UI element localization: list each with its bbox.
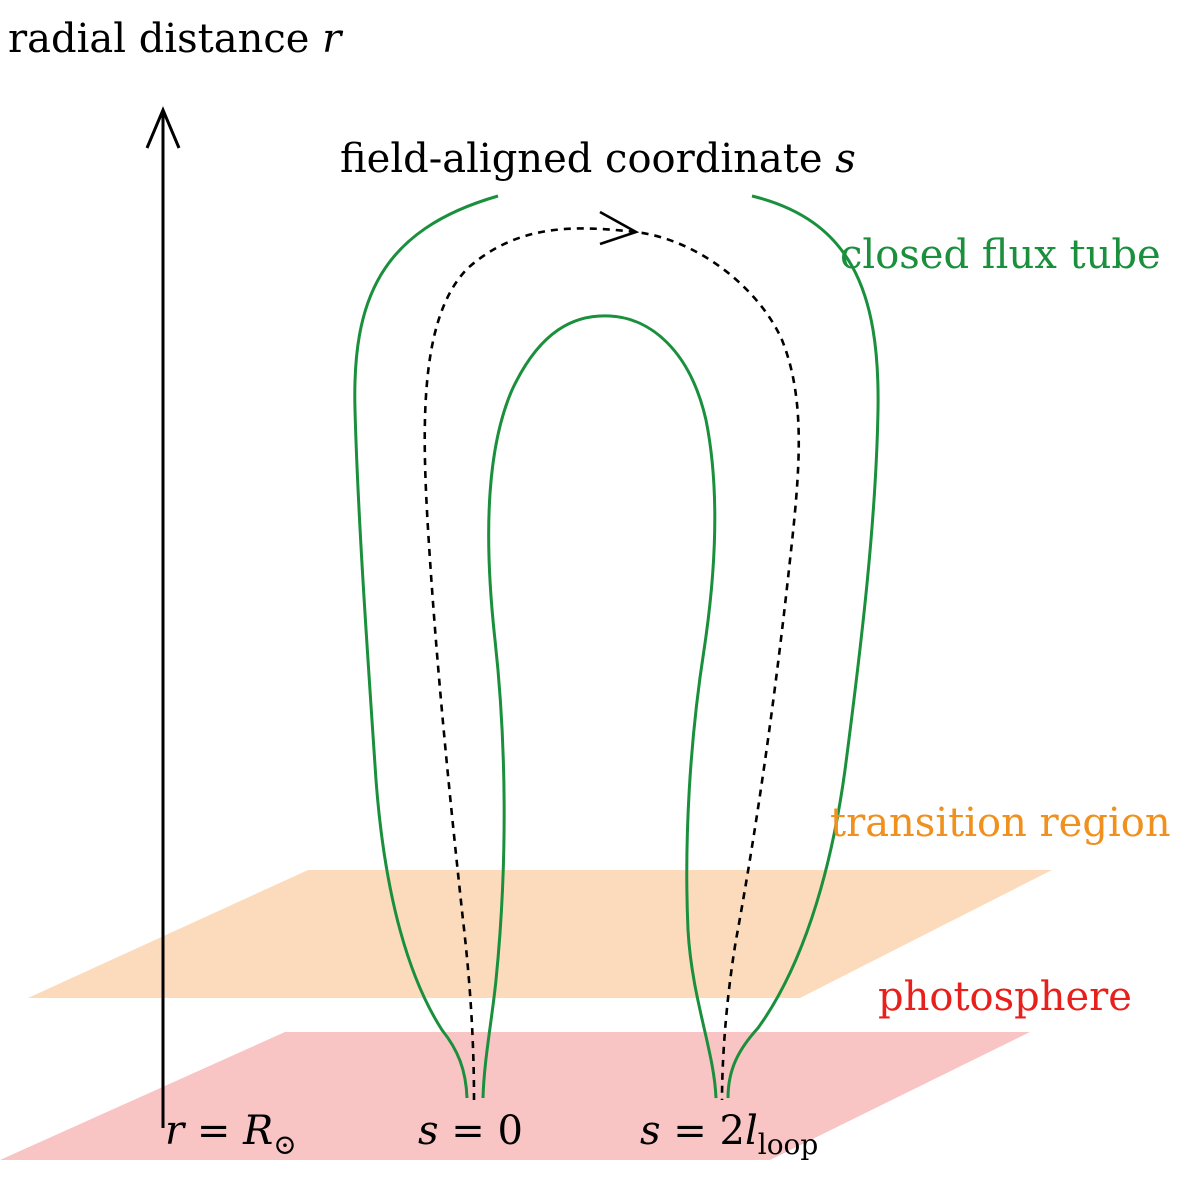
r-equals-rsun-label: r = R⊙ bbox=[165, 1108, 297, 1161]
flux-tube-outer-right bbox=[726, 194, 880, 1099]
radial-axis-label: radial distance r bbox=[8, 16, 344, 62]
field-aligned-dashed-line bbox=[423, 227, 801, 1101]
transition-region-label: transition region bbox=[830, 800, 1171, 846]
flux-tube-inner bbox=[481, 314, 718, 1099]
radial-axis-arrow bbox=[145, 106, 181, 1128]
photosphere-plane bbox=[0, 1032, 1030, 1160]
field-coordinate-label: field-aligned coordinate s bbox=[340, 136, 856, 182]
transition-region-plane bbox=[28, 870, 1052, 998]
flux-tube-outer bbox=[353, 194, 499, 1099]
closed-flux-tube-label: closed flux tube bbox=[840, 232, 1161, 278]
field-direction-arrowhead bbox=[599, 210, 640, 246]
photosphere-label: photosphere bbox=[878, 974, 1132, 1020]
s-equals-2lloop-label: s = 2lloop bbox=[640, 1108, 818, 1161]
s-equals-zero-label: s = 0 bbox=[418, 1108, 523, 1154]
